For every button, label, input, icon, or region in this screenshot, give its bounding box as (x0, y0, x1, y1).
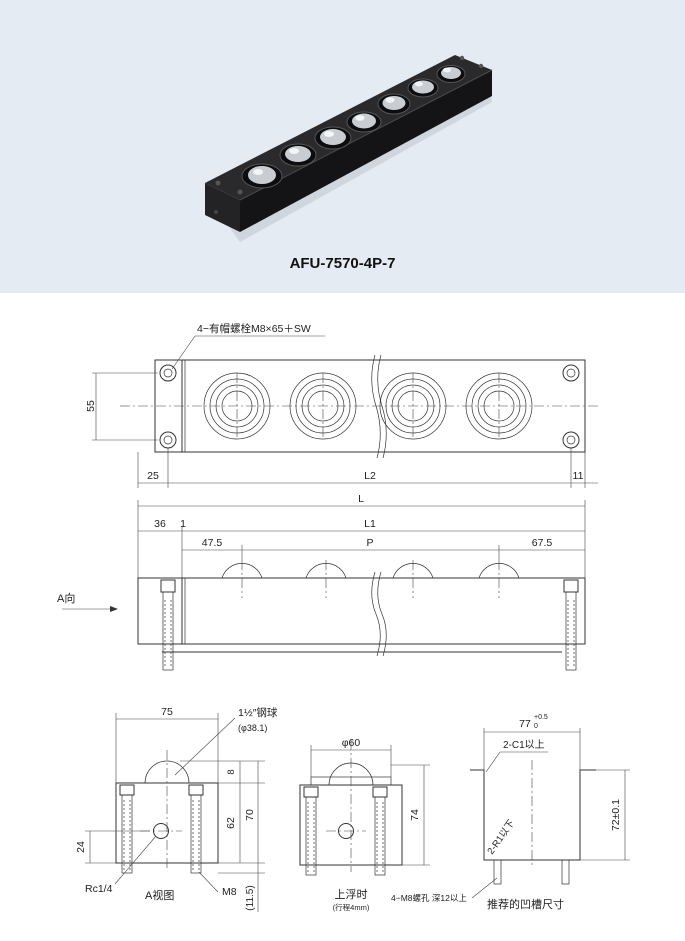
arrow-right-icon (110, 606, 118, 612)
ball-7 (436, 65, 466, 83)
ball-diameter-note: (φ38.1) (238, 723, 267, 733)
dim-11-5: (11.5) (245, 885, 256, 910)
dim-left: 25 (147, 470, 159, 482)
radius-note: 2-R1以下 (485, 818, 517, 857)
unit-front-face (240, 70, 492, 232)
top-view: 4−有帽螺栓M8×65＋SW 55 25 L2 11 (85, 322, 600, 488)
ball-5 (377, 93, 411, 115)
float-view: φ60 74 上浮时 (行程4mm) (299, 737, 430, 912)
dim-l1: L1 (364, 518, 376, 530)
product-photo (205, 55, 493, 242)
dim-62: 62 (225, 817, 237, 829)
dim-47-5: 47.5 (202, 537, 223, 549)
bolt-left (160, 579, 176, 671)
ball-pocket-1 (203, 372, 271, 440)
product-model-label: AFU-7570-4P-7 (289, 255, 396, 272)
dim-width: 75 (161, 706, 173, 718)
dim-p: P (366, 537, 373, 549)
side-view: 75 1½″钢球 (φ38.1) 8 62 70 (11.5) 24 Rc1/4… (75, 706, 278, 912)
view-label: A视图 (145, 888, 174, 902)
dim-72: 72±0.1 (610, 799, 622, 831)
bolt-note: 4−有帽螺栓M8×65＋SW (197, 322, 311, 335)
hole-note: 4−M8螺孔 深12以上 (391, 893, 467, 903)
drawing-canvas: 4−有帽螺栓M8×65＋SW 55 25 L2 11 (57, 322, 630, 912)
screw-icon (215, 180, 221, 186)
float-bolt-left (303, 786, 319, 876)
float-label: 上浮时 (335, 888, 368, 901)
ball-2 (279, 143, 317, 167)
ball-pocket-2 (289, 372, 357, 440)
dim-1: 1 (180, 518, 186, 530)
bolt-right (563, 579, 579, 671)
groove-view: 77 +0.5 0 2-C1以上 2-R1以下 72±0.1 4−M8螺孔 深1… (391, 714, 630, 911)
front-view: A向 L 36 1 L1 47.5 P 67.5 (57, 493, 586, 671)
dim-74: 74 (409, 809, 421, 821)
float-sublabel: (行程4mm) (333, 902, 370, 912)
ball-6 (407, 78, 439, 98)
groove-label: 推荐的凹槽尺寸 (487, 897, 564, 911)
screw-icon (459, 55, 465, 61)
dim-70: 70 (244, 809, 256, 821)
dim-8: 8 (226, 769, 237, 774)
side-bolt-left (119, 784, 135, 874)
side-bolt-right (188, 784, 204, 874)
chamfer-note: 2-C1以上 (503, 739, 545, 751)
product-photo-panel: AFU-7570-4P-7 (0, 0, 685, 293)
dim-diameter: φ60 (342, 737, 361, 749)
dim-height: 55 (85, 400, 97, 412)
dim-77: 77 (519, 718, 531, 730)
ball-1 (241, 163, 283, 189)
dim-right: 11 (573, 470, 584, 482)
bolt-label: M8 (222, 886, 237, 898)
dim-77-upper-tol: +0.5 (534, 714, 548, 721)
ball-pocket-3 (379, 372, 447, 440)
port-label: Rc1/4 (85, 883, 113, 895)
screw-icon (237, 189, 243, 195)
dim-67-5: 67.5 (532, 537, 553, 549)
float-bolt-right (372, 786, 388, 876)
dim-l: L (358, 493, 364, 505)
dim-77-lower-tol: 0 (534, 723, 538, 730)
ball-3 (314, 126, 352, 150)
unit-end-face (205, 183, 240, 232)
technical-drawing: 4−有帽螺栓M8×65＋SW 55 25 L2 11 (0, 293, 685, 936)
dim-l2: L2 (364, 470, 376, 482)
direction-label: A向 (57, 591, 75, 605)
ball-note: 1½″钢球 (238, 706, 278, 719)
screw-icon (478, 63, 484, 69)
dim-36: 36 (154, 518, 166, 530)
port-icon (214, 210, 218, 214)
ball-4 (346, 111, 382, 133)
dim-24: 24 (75, 841, 87, 853)
ball-pocket-4 (465, 372, 533, 440)
